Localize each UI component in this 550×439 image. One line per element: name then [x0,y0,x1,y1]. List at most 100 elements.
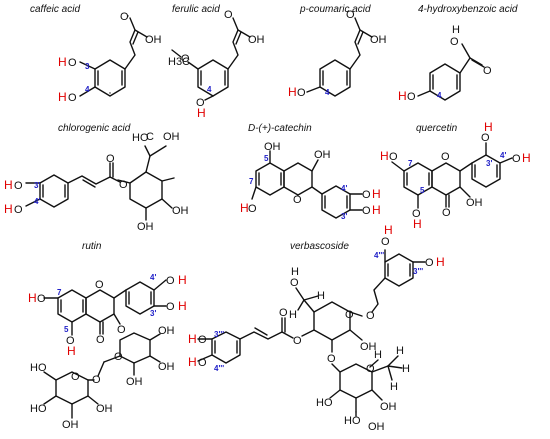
ferulic-acid-oh: OH [248,34,265,46]
quercetin-locant-4p: 4' [500,151,506,160]
pcoumaric-4-o: O [297,87,306,99]
rutin-glucose-ring [119,332,151,364]
chlorogenic-quinic-ring [129,171,163,209]
pcoumaric-carbonyl-o: O [346,9,355,21]
verbascoside-glucose-ring [313,301,351,341]
hydroxybenzoic-acid-o: O [450,36,459,48]
catechin-7-h: H [240,201,249,215]
rutin-glucose-oh-1: OH [158,325,175,337]
rutin-glycoside-o: O [117,324,126,336]
quercetin-c-ring [431,162,461,196]
catechin-4p-o: O [362,189,371,201]
hydroxybenzoic-4-h: H [398,89,407,103]
caffeic-locant-3: 3 [85,62,90,71]
caffeic-acid-title: caffeic acid [30,4,80,15]
chlorogenic-carboxyl-c: C [146,131,154,143]
rutin-3p-o: O [166,301,175,313]
quercetin-4p-o: O [512,153,521,165]
ferulic-locant-4: 4 [207,85,212,94]
pcoumaric-locant-4: 4 [325,88,330,97]
catechin-locant-7: 7 [249,177,254,186]
verbascoside-4ppp-h: H [384,223,393,237]
rutin-rhamnose-ho-2: HO [30,403,47,415]
ferulic-carbonyl-o: O [224,9,233,21]
verbascoside-ch2oh-h: H [291,266,299,278]
rutin-title: rutin [82,241,102,252]
hydroxybenzoic-4-o: O [407,91,416,103]
rutin-rhamnose-ring-o: O [71,371,80,383]
ferulic-ring [197,59,229,97]
quercetin-3p-o: O [481,132,490,144]
pcoumaric-4-h: H [288,85,297,99]
catechin-locant-3p: 3' [341,212,347,221]
catechin-3p-o: O [362,205,371,217]
rutin-glucose-oh-2: OH [158,361,175,373]
rutin-glucose-oh-3: OH [126,376,143,388]
rutin-locant-7: 7 [57,288,62,297]
rutin-locant-3p: 3' [150,309,156,318]
verbascoside-ester-carbonyl-o: O [279,307,288,319]
catechin-ring-o: O [293,194,302,206]
quercetin-5-o: O [412,208,421,220]
verbascoside-locant-4ppp-lower: 4''' [214,364,224,373]
rutin-7-h: H [28,291,37,305]
rutin-4p-h: H [178,273,187,287]
verbascoside-ch2oh-o: O [290,277,299,289]
chlorogenic-acid-title: chlorogenic acid [58,123,131,134]
verbascoside-locant-3ppp-upper: 3''' [413,267,423,276]
quercetin-structure: quercetin O O OH H O 7 O H 5 O H O H 3' [380,120,531,231]
rutin-rhamnose-oh-4: OH [96,403,113,415]
rutin-rhamnose-oh-3: OH [62,419,79,431]
rutin-locant-5: 5 [64,325,69,334]
chlorogenic-4-h: H [4,202,13,216]
hydroxybenzoic-acid-title: 4-hydroxybenzoic acid [418,4,518,15]
catechin-3-oh: OH [314,149,331,161]
chlorogenic-oh-bottom: OH [137,221,154,233]
quercetin-locant-3p: 3' [486,159,492,168]
verbascoside-glycoside-o: O [327,353,336,365]
caffeic-carbonyl-o: O [120,11,129,23]
verbascoside-ch2-h2: H [289,309,297,321]
verbascoside-methyl-h1: H [396,345,404,357]
catechin-title: D-(+)-catechin [248,123,312,134]
caffeic-acid-oh: OH [145,34,162,46]
caffeic-locant-4: 4 [85,85,90,94]
hydroxybenzoic-acid-structure: 4-hydroxybenzoic acid O H O H O 4 [398,4,518,103]
catechin-a-ring [255,162,285,196]
verbascoside-glucose-ring-o: O [345,309,354,321]
catechin-4p-h: H [372,187,381,201]
quercetin-locant-7: 7 [408,159,413,168]
verbascoside-locant-3ppp-lower: 3''' [214,330,224,339]
verbascoside-3ppp-o: O [425,257,434,269]
ferulic-methoxy-o: O [181,53,190,65]
verbascoside-3ppp-lower-h: H [188,332,197,346]
rutin-a-ring [57,289,87,323]
rutin-7-o: O [37,293,46,305]
caffeic-3-ho: H [58,55,67,69]
quercetin-locant-5: 5 [420,186,425,195]
ferulic-acid-title: ferulic acid [172,4,220,15]
verbascoside-upper-ring [384,253,414,287]
verbascoside-3ppp-lower-o-label: O [198,334,207,346]
verbascoside-rhamnose-ho-2: HO [344,415,361,427]
chlorogenic-ester-o: O [119,179,128,191]
verbascoside-rhamnose-ho-1: HO [316,397,333,409]
chlorogenic-locant-3p: 3' [34,181,40,190]
chlorogenic-carboxyl-oh: OH [163,131,180,143]
hydroxybenzoic-carbonyl-o: O [483,65,492,77]
quercetin-title: quercetin [416,123,458,134]
quercetin-7-h: H [380,149,389,163]
rutin-5-o: O [66,335,75,347]
quercetin-4p-h: H [522,151,531,165]
rutin-4-o: O [96,334,105,346]
quercetin-4-o: O [442,207,451,219]
verbascoside-locant-4ppp-upper: 4''' [374,251,384,260]
chlorogenic-ester-carbonyl-o: O [106,153,115,165]
p-coumaric-acid-title: p-coumaric acid [299,4,371,15]
verbascoside-rhamnose-oh-4: OH [368,421,385,433]
rutin-rhamnose-ho-1: HO [30,362,47,374]
p-coumaric-acid-structure: p-coumaric acid O OH H O 4 [288,4,387,99]
chlorogenic-aromatic-ring [39,174,69,208]
